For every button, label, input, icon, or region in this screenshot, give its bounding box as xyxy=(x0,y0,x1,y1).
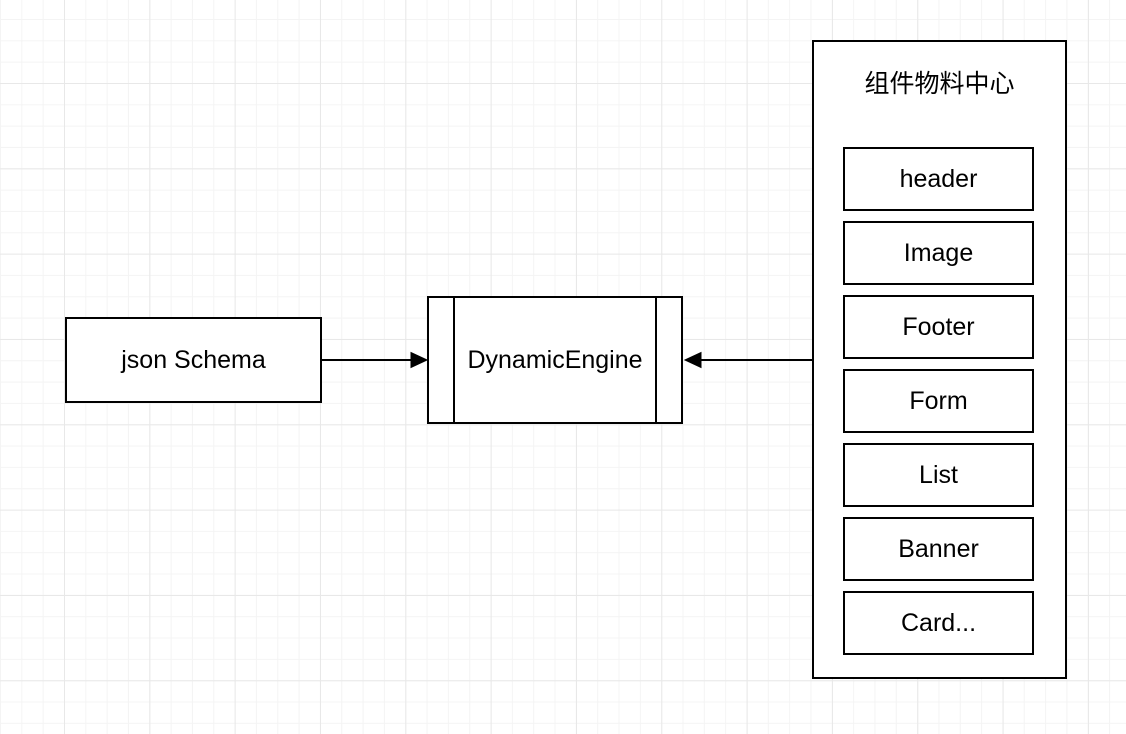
component-item-banner: Banner xyxy=(843,517,1034,581)
component-item-label: Form xyxy=(909,387,968,415)
component-item-label: List xyxy=(919,461,958,489)
component-item-form: Form xyxy=(843,369,1034,433)
node-dynamic-engine-label: DynamicEngine xyxy=(467,346,643,374)
node-component-center: 组件物料中心 header Image Footer Form List Ban… xyxy=(812,40,1067,679)
component-item-label: Image xyxy=(903,239,974,267)
process-bar-left xyxy=(453,298,455,422)
component-center-title: 组件物料中心 xyxy=(864,70,1015,98)
node-json-schema: json Schema xyxy=(65,317,322,403)
component-center-items: header Image Footer Form List Banner Car… xyxy=(843,147,1034,655)
arrow-center-to-engine xyxy=(683,351,812,369)
component-item-footer: Footer xyxy=(843,295,1034,359)
component-item-label: Banner xyxy=(898,535,979,563)
component-item-label: Footer xyxy=(902,313,975,341)
component-item-label: Card... xyxy=(900,609,977,637)
component-item-label: header xyxy=(899,165,978,193)
component-item-header: header xyxy=(843,147,1034,211)
process-bar-right xyxy=(655,298,657,422)
component-item-card: Card... xyxy=(843,591,1034,655)
node-json-schema-label: json Schema xyxy=(121,346,266,374)
component-item-image: Image xyxy=(843,221,1034,285)
node-dynamic-engine: DynamicEngine xyxy=(427,296,683,424)
arrow-json-to-engine xyxy=(322,351,429,369)
component-item-list: List xyxy=(843,443,1034,507)
